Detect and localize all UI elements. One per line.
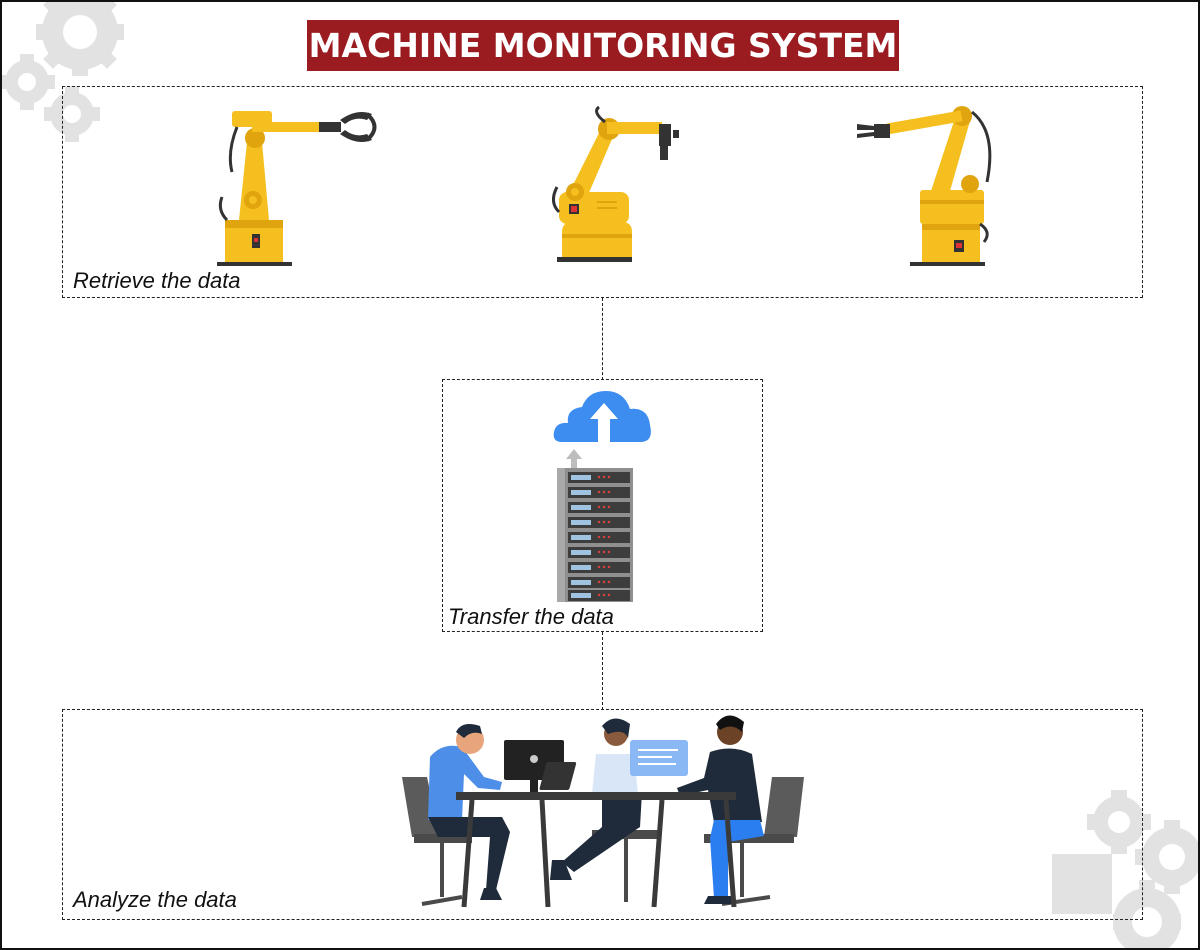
transfer-stage-label: Transfer the data	[448, 604, 614, 629]
gear-icon	[1052, 790, 1198, 948]
retrieve-stage-box	[62, 86, 1143, 298]
connector-line	[602, 632, 603, 710]
transfer-stage-box	[442, 379, 763, 632]
cloud-upload-icon	[553, 391, 651, 443]
analyze-stage-label: Analyze the data	[73, 887, 237, 912]
robot-arm-icon	[857, 106, 992, 266]
robot-arm-icon	[217, 111, 377, 266]
analyze-stage-box	[62, 709, 1143, 920]
team-at-desk-illustration	[402, 715, 804, 908]
connector-line	[602, 298, 603, 380]
robot-arm-icon	[552, 105, 679, 262]
retrieve-stage-label: Retrieve the data	[73, 268, 241, 293]
server-rack-icon	[557, 449, 633, 602]
gear-icon	[2, 2, 124, 142]
diagram-title: MACHINE MONITORING SYSTEM	[307, 20, 899, 71]
